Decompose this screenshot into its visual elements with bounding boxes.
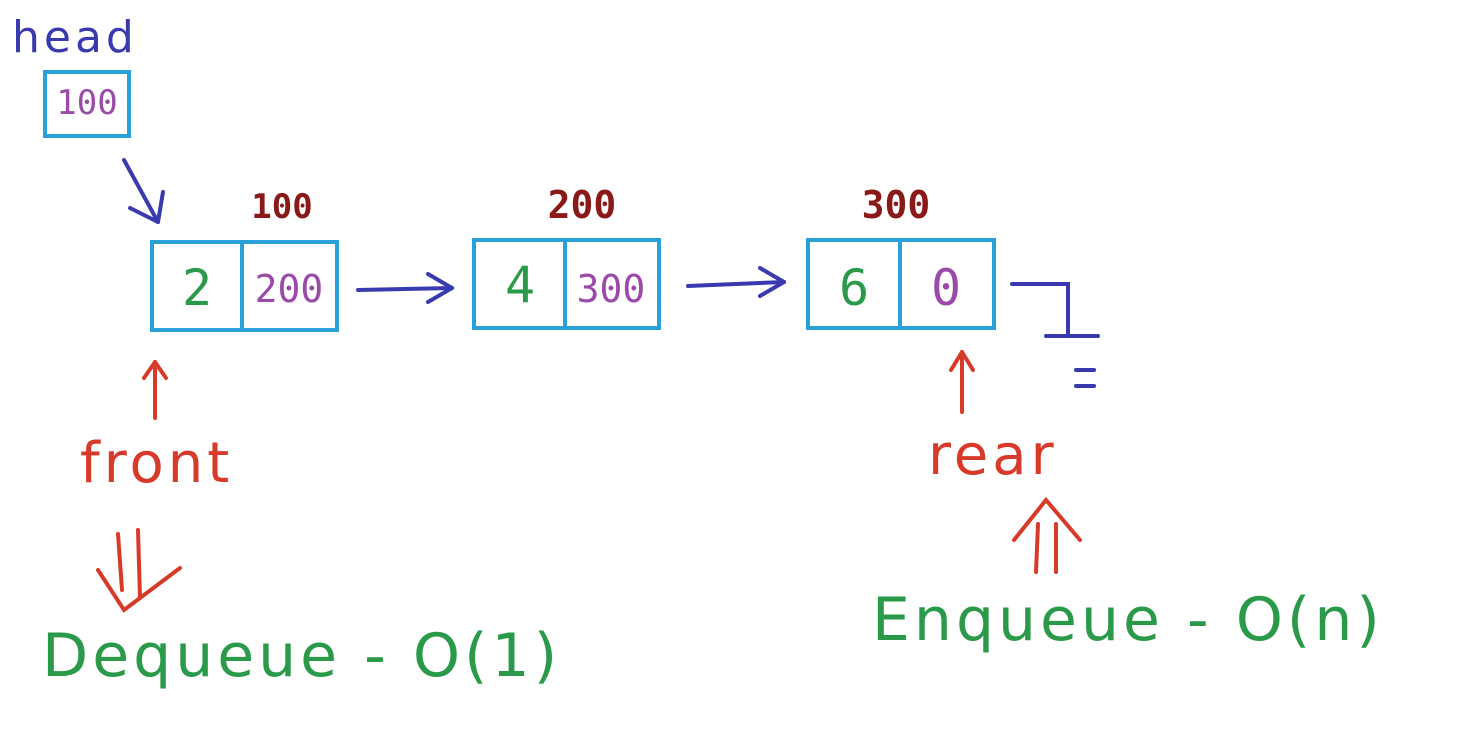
node-1-address: 100 [251, 187, 312, 227]
node-3-address: 300 [862, 183, 931, 227]
head-arrow [122, 158, 165, 224]
node-2-next: 300 [577, 267, 646, 311]
node-2-data: 4 [505, 256, 535, 314]
front-arrow [142, 360, 168, 420]
node-2-address: 200 [548, 183, 617, 227]
link-arrow-2 [686, 266, 786, 298]
rear-implies-arrow [1012, 496, 1082, 574]
front-label: front [80, 431, 233, 496]
node-1-next: 200 [255, 267, 324, 311]
rear-arrow [949, 350, 975, 414]
null-ground-icon [1010, 282, 1100, 388]
head-value: 100 [56, 83, 117, 123]
node-3-data: 6 [839, 259, 869, 317]
head-box [43, 70, 131, 138]
front-implies-arrow [96, 528, 182, 613]
node-1-data: 2 [182, 259, 212, 317]
rear-label: rear [928, 423, 1058, 488]
link-arrow-1 [356, 272, 454, 304]
head-label: head [12, 12, 138, 63]
node-3-next: 0 [931, 259, 961, 317]
enqueue-complexity: Enqueue - O(n) [872, 585, 1384, 655]
dequeue-complexity: Dequeue - O(1) [42, 621, 561, 691]
node-1-box [150, 240, 339, 332]
